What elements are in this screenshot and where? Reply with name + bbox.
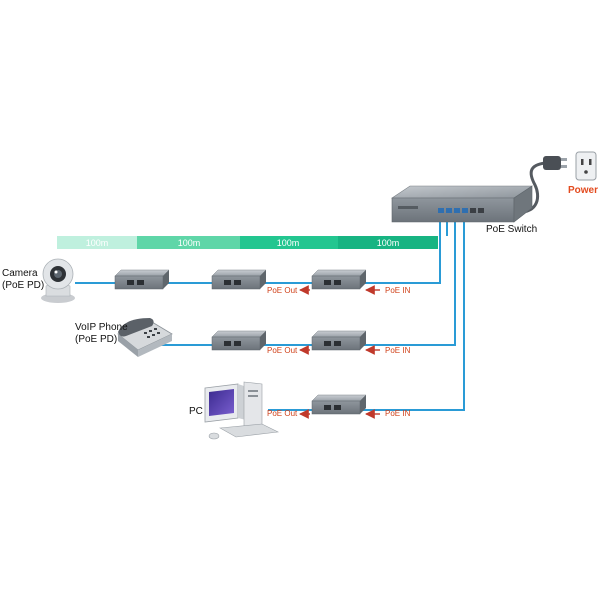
voip-phone-icon [117,318,173,357]
distance-label-4: 100m [376,238,400,248]
poe-in-tag-camera: PoE IN [385,286,411,295]
arrows [299,285,380,419]
poe-out-tag-pc: PoE Out [267,409,298,418]
voip-label-line2: (PoE PD) [75,334,118,345]
poe-switch-icon [391,185,533,223]
distance-label-2: 100m [177,238,201,248]
poe-out-tag-camera: PoE Out [267,286,298,295]
camera-label-line2: (PoE PD) [2,280,45,291]
poe-in-tag-voip: PoE IN [385,346,411,355]
switch-ports [438,208,484,213]
poe-extender-camera-3 [311,269,367,290]
camera-label-line1: Camera [2,268,38,279]
power-label: Power [568,185,599,196]
distance-label-3: 100m [276,238,300,248]
poe-extender-voip-1 [211,330,267,351]
cable-camera-run [75,220,441,284]
poe-in-tag-pc: PoE IN [385,409,411,418]
switch-label: PoE Switch [486,224,538,235]
distance-segment-1 [57,236,137,249]
desktop-pc-icon [204,381,280,440]
poe-extender-camera-1 [114,269,170,290]
pc-label: PC [189,406,203,417]
poe-extender-voip-2 [311,330,367,351]
distance-label-1: 100m [85,238,109,248]
poe-out-tag-voip: PoE Out [267,346,298,355]
distance-segment-2 [137,236,240,249]
voip-label-line1: VoIP Phone [75,322,128,333]
poe-extender-pc-1 [311,394,367,415]
ip-camera-icon [41,258,75,303]
distance-bar [57,236,438,249]
power-plug-icon [543,156,567,170]
distance-segment-4 [338,236,438,249]
wall-outlet-icon [575,151,597,181]
distance-segment-3 [240,236,338,249]
poe-extender-camera-2 [211,269,267,290]
